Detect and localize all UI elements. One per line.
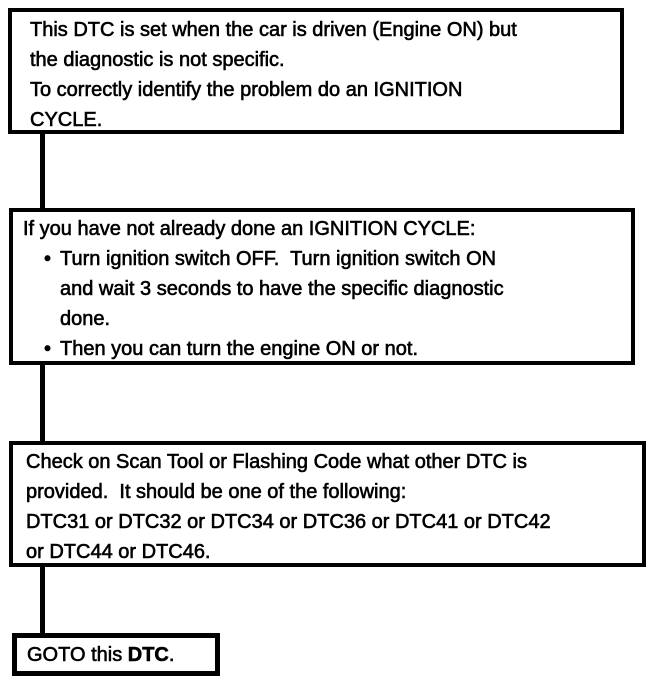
text-line: Turn ignition switch OFF. Turn ignition …: [60, 248, 497, 271]
intro-box-content: This DTC is set when the car is driven (…: [12, 12, 620, 135]
check-dtc-box-content: Check on Scan Tool or Flashing Code what…: [13, 445, 642, 567]
text-line: done.: [60, 308, 111, 331]
text-line: or DTC44 or DTC46.: [26, 541, 211, 564]
bullet-item: • Then you can turn the engine ON or not…: [23, 334, 625, 364]
text-line: CYCLE.: [30, 109, 103, 132]
bullet-item: • Turn ignition switch OFF. Turn ignitio…: [23, 244, 625, 334]
connector-line-3: [40, 567, 45, 633]
bullet-item-text: Then you can turn the engine ON or not.: [60, 334, 419, 364]
check-dtc-box: Check on Scan Tool or Flashing Code what…: [9, 441, 646, 567]
goto-dtc-box: GOTO this DTC.: [12, 633, 220, 676]
bullet-item-text: Turn ignition switch OFF. Turn ignition …: [60, 244, 504, 334]
connector-line-1: [40, 134, 45, 208]
ignition-cycle-box: If you have not already done an IGNITION…: [9, 208, 635, 365]
text-line: Then you can turn the engine ON or not.: [60, 338, 419, 361]
text-line: This DTC is set when the car is driven (…: [30, 19, 517, 42]
text-line: To correctly identify the problem do an …: [30, 79, 463, 102]
goto-text-emphasis: DTC: [127, 643, 169, 666]
text-line: If you have not already done an IGNITION…: [23, 218, 476, 241]
ignition-cycle-box-content: If you have not already done an IGNITION…: [13, 212, 631, 364]
text-line: DTC31 or DTC32 or DTC34 or DTC36 or DTC4…: [26, 511, 551, 534]
text-line: and wait 3 seconds to have the specific …: [60, 278, 504, 301]
goto-text-prefix: GOTO this: [27, 643, 128, 666]
text-line: the diagnostic is not specific.: [30, 49, 285, 72]
bullet-icon: •: [44, 248, 52, 271]
intro-box: This DTC is set when the car is driven (…: [8, 8, 624, 134]
text-line: Check on Scan Tool or Flashing Code what…: [26, 451, 528, 474]
text-line: provided. It should be one of the follow…: [26, 481, 407, 504]
goto-text-suffix: .: [168, 643, 175, 666]
connector-line-2: [40, 365, 45, 441]
bullet-icon: •: [44, 338, 52, 361]
